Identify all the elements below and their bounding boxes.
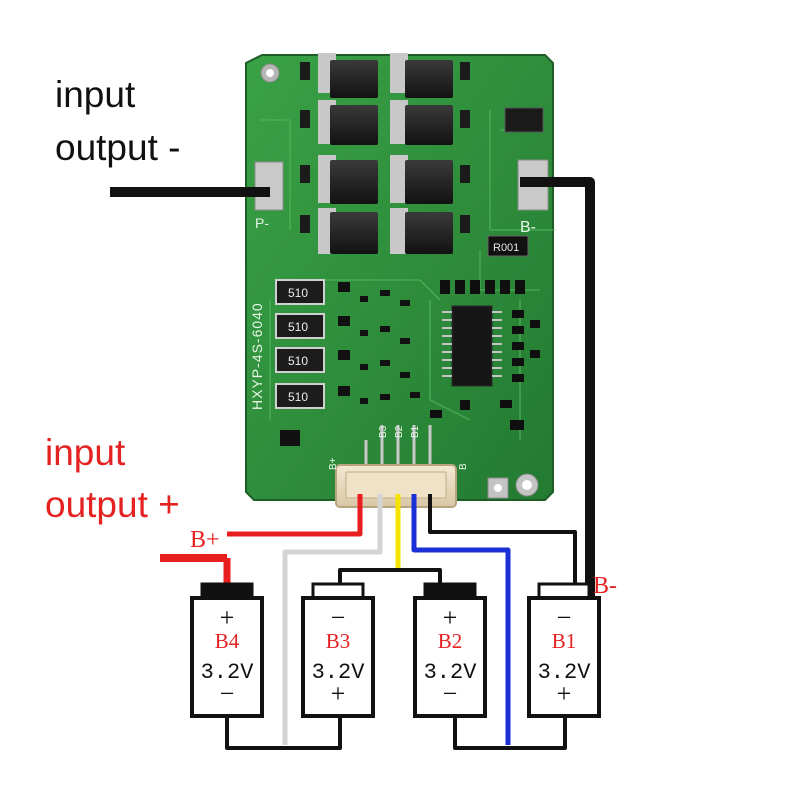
battery-name: B4 <box>215 629 240 653</box>
pin-label-b: B <box>458 463 469 470</box>
balance-connector: B+ B3 B2 B1 B <box>328 425 469 508</box>
mosfet <box>390 100 453 145</box>
battery-cell-b3: −B3 3.2V+ <box>301 582 375 718</box>
smd-row <box>440 280 525 294</box>
white-balance-wire <box>282 494 383 745</box>
mounting-hole <box>260 63 280 83</box>
mounting-hole <box>515 473 539 497</box>
battery-bottom-sign: + <box>331 679 346 708</box>
positive-terminal-label-line2: output + <box>45 484 180 525</box>
balance-resistor: 510 <box>275 347 325 373</box>
wiring <box>110 177 595 750</box>
battery-top-sign: + <box>220 603 235 632</box>
balance-resistor: 510 <box>275 313 325 339</box>
negative-terminal-label-line1: input <box>55 74 136 115</box>
battery-top-sign: − <box>331 603 346 632</box>
board-model-label: HXYP-4S-6040 <box>249 302 265 410</box>
pin-label-b3: B3 <box>378 425 389 438</box>
b-minus-pad-label: B- <box>520 219 536 236</box>
b2-b1-link-wire <box>453 712 567 750</box>
mosfet <box>390 53 453 98</box>
balance-transistors <box>338 282 420 404</box>
pin-label-b1: B1 <box>410 425 421 438</box>
battery-body <box>413 596 487 718</box>
mosfet <box>318 155 378 204</box>
b-minus-wire <box>520 177 595 598</box>
b-plus-wire-to-connector <box>227 494 363 537</box>
battery-voltage: 3.2V <box>312 660 366 685</box>
battery-name: B3 <box>326 629 351 653</box>
mosfet <box>390 208 453 254</box>
b-minus-wire-label: B- <box>593 573 617 599</box>
blue-balance-wire <box>411 494 511 745</box>
shunt-resistor-marking: R001 <box>493 242 519 254</box>
battery-body <box>527 596 601 718</box>
mosfet <box>390 155 453 204</box>
resistor-value: 510 <box>288 390 308 404</box>
black-balance-wire <box>428 494 577 598</box>
battery-bottom-sign: − <box>443 679 458 708</box>
battery-name: B2 <box>438 629 463 653</box>
p-minus-pad <box>254 161 284 211</box>
b-plus-wire-label: B+ <box>190 527 220 553</box>
pin-label-b-plus: B+ <box>328 457 339 470</box>
battery-body <box>190 596 264 718</box>
battery-voltage: 3.2V <box>201 660 255 685</box>
balance-resistor: 510 <box>275 279 325 305</box>
mosfet <box>318 100 378 145</box>
positive-terminal-label-line1: input <box>45 432 126 473</box>
battery-bottom-sign: + <box>557 679 572 708</box>
p-minus-pad-label: P- <box>255 215 269 231</box>
resistor-value: 510 <box>288 320 308 334</box>
protection-ic <box>442 305 502 387</box>
connector-pin-labels: B+ B3 B2 B1 B <box>328 425 469 470</box>
mosfet-array <box>318 53 453 254</box>
bms-board: P- B- R001 510 510 5 <box>245 53 555 508</box>
smd-column <box>430 310 540 430</box>
smd-components <box>300 62 470 233</box>
mosfet <box>318 208 378 254</box>
negative-terminal-label-line2: output - <box>55 127 181 168</box>
battery-voltage: 3.2V <box>424 660 478 685</box>
battery-cells: +B43.2V−−B33.2V++B23.2V−−B13.2V+ <box>190 582 601 718</box>
smd-transistor <box>280 430 300 446</box>
resistor-value: 510 <box>288 354 308 368</box>
balance-resistor: 510 <box>275 383 325 409</box>
resistor-value: 510 <box>288 286 308 300</box>
battery-voltage: 3.2V <box>538 660 592 685</box>
mosfet <box>318 53 378 98</box>
b4-b3-link-wire <box>225 712 342 750</box>
battery-body <box>301 596 375 718</box>
shunt-resistor <box>487 235 529 257</box>
battery-cell-b2: +B2 3.2V− <box>413 582 487 718</box>
battery-cell-b1: −B1 3.2V+ <box>527 582 601 718</box>
battery-bottom-sign: − <box>220 679 235 708</box>
battery-top-sign: − <box>557 603 572 632</box>
pin-label-b2: B2 <box>394 425 405 438</box>
battery-top-sign: + <box>443 603 458 632</box>
smd-inductor <box>504 107 544 133</box>
battery-cell-b4: +B4 3.2V− <box>190 582 264 718</box>
battery-name: B1 <box>552 629 577 653</box>
balance-resistors: 510 510 510 510 <box>275 279 325 409</box>
